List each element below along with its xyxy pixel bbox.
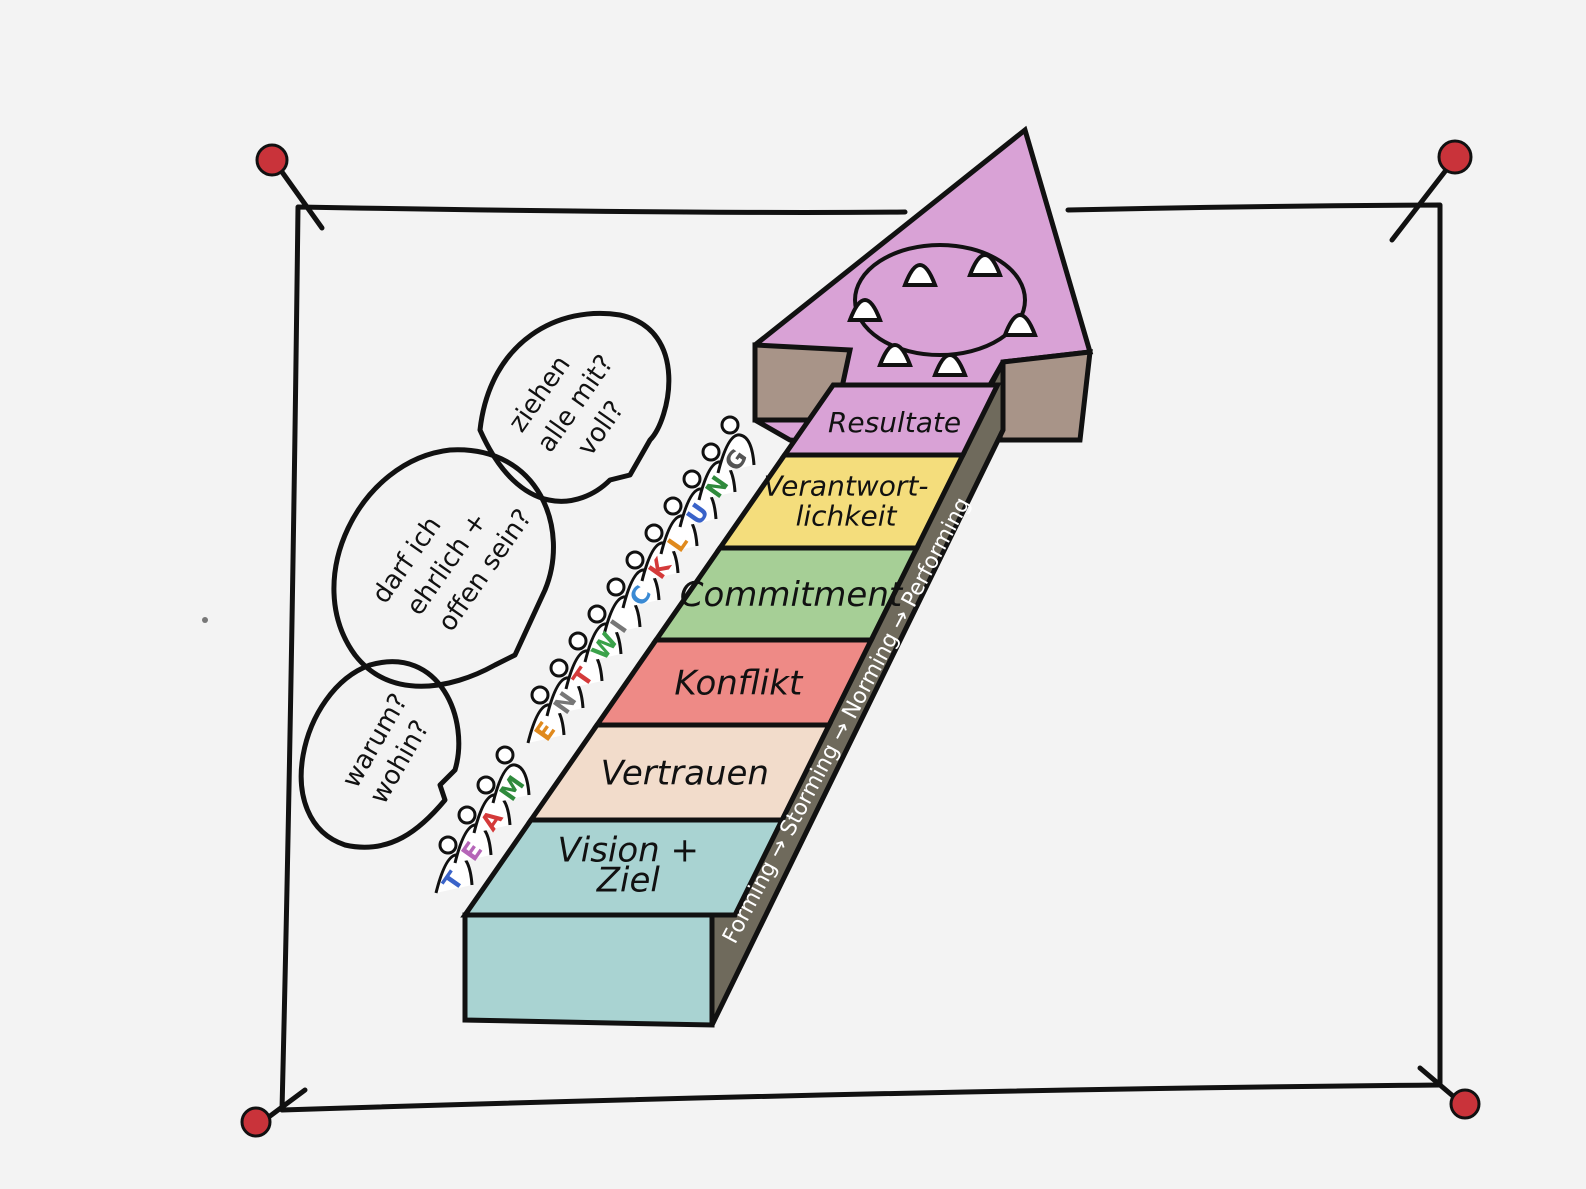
person-head	[720, 415, 740, 435]
person-icon	[491, 763, 531, 804]
person-head	[625, 550, 645, 570]
person-head	[701, 442, 721, 462]
person-head	[438, 835, 458, 855]
step-label: Commitment	[680, 575, 904, 615]
person-head	[606, 577, 626, 597]
step-label: lichkeit	[796, 500, 898, 533]
person-head	[495, 745, 515, 765]
person-head	[682, 469, 702, 489]
step-label: Vertrauen	[601, 754, 769, 794]
dot	[202, 617, 208, 623]
pin-icon	[1449, 1088, 1481, 1120]
person-head	[457, 805, 477, 825]
step-label: Vision +	[558, 831, 700, 871]
speech-bubble-1: warum? wohin?	[298, 659, 462, 850]
person-head	[663, 496, 683, 516]
pin-needle	[1389, 162, 1453, 243]
step-label: Verantwort-	[764, 470, 929, 503]
person-head	[644, 523, 664, 543]
frame	[240, 139, 1481, 1138]
person-head	[476, 775, 496, 795]
step-resultate	[779, 382, 1002, 458]
pin-icon	[1437, 139, 1473, 175]
step-label: Resultate	[828, 406, 961, 439]
pin-icon	[240, 1106, 272, 1138]
speech-bubble-3: ziehen alle mit? voll?	[477, 310, 672, 504]
pin-icon	[255, 143, 289, 177]
person-head	[530, 685, 550, 705]
step-label: Konflikt	[674, 664, 804, 704]
step-label: Ziel	[596, 861, 661, 901]
team-members	[434, 415, 756, 894]
person-icon	[716, 433, 756, 474]
pin-needle	[279, 169, 325, 231]
person-head	[549, 658, 569, 678]
staircase: Vision +Ziel Vertrauen Konflikt Commitment V…	[460, 382, 1002, 918]
person-head	[568, 631, 588, 651]
team-circle-icon	[847, 243, 1038, 377]
base-block	[462, 912, 715, 1028]
person-head	[587, 604, 607, 624]
